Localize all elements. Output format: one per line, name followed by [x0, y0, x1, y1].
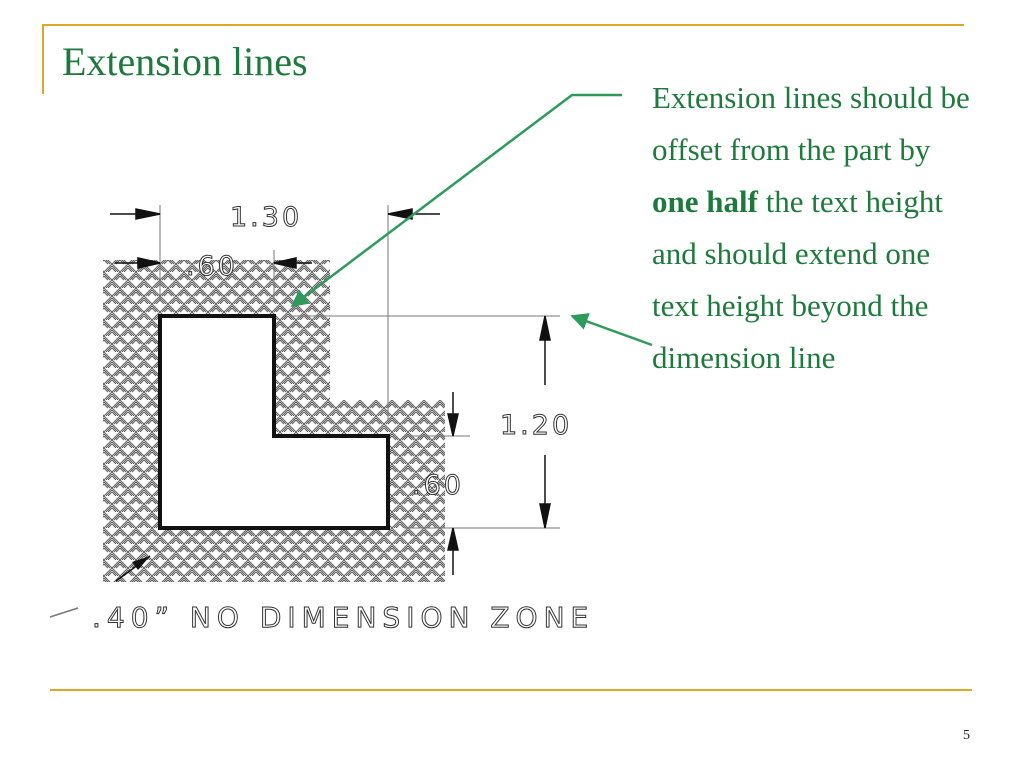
dimension-overall-width — [110, 208, 440, 220]
title-accent-vertical — [42, 24, 44, 94]
zone-leader-arrowhead — [132, 556, 150, 570]
zone-label: .40” NO DIMENSION ZONE — [92, 601, 594, 634]
dimension-leg-width — [115, 257, 312, 269]
page-number: 5 — [963, 728, 970, 743]
dimension-overall-height — [539, 315, 551, 529]
footer-rule — [50, 689, 972, 691]
slide-title: Extension lines — [62, 39, 308, 84]
dimension-label-leg-width: .60 — [186, 251, 238, 282]
zone-leader-line — [49, 607, 79, 618]
dimension-label-overall-width: 1.30 — [230, 202, 302, 233]
callout-leader-offset — [290, 93, 622, 308]
dimension-leg-height — [447, 392, 459, 575]
callout-note-part2: the text height and should extend one te… — [652, 184, 944, 375]
dimension-label-leg-height: .60 — [412, 470, 464, 501]
callout-leader-extend — [570, 313, 653, 347]
l-shaped-part — [158, 314, 390, 530]
callout-note-part1: Extension lines should be offset from th… — [652, 80, 970, 167]
title-accent-horizontal — [42, 24, 964, 26]
callout-note-emphasis: one half — [652, 184, 758, 219]
dimension-label-overall-height: 1.20 — [500, 410, 572, 441]
callout-note: Extension lines should be offset from th… — [652, 72, 972, 384]
